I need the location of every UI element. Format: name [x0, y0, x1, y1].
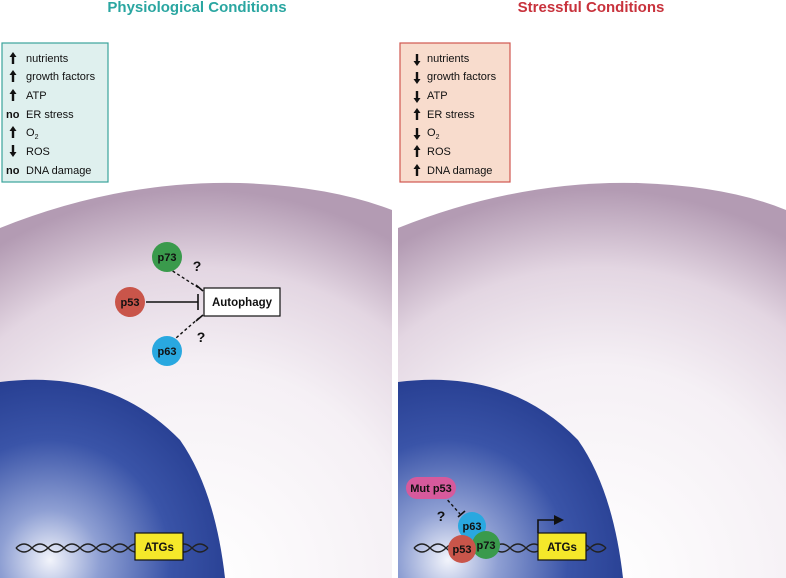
condition-dna-damage: DNA damage [26, 165, 91, 177]
condition-indicator-no: no [6, 109, 20, 121]
up-arrow-icon [9, 52, 17, 64]
condition-er-stress: ER stress [427, 109, 475, 121]
p53-protein [448, 535, 476, 563]
condition-growth-factors: growth factors [427, 71, 497, 83]
condition-oxygen: O2 [427, 127, 440, 141]
p53-label: p53 [453, 544, 472, 556]
p73-label: p73 [158, 252, 177, 264]
condition-dna-damage: DNA damage [427, 165, 492, 177]
p53-label: p53 [121, 297, 140, 309]
down-arrow-icon [413, 128, 421, 140]
condition-indicator-no: no [6, 165, 20, 177]
condition-growth-factors: growth factors [26, 71, 96, 83]
stressful-conditions-box: nutrients growth factors ATP ER stress O… [399, 42, 511, 183]
condition-er-stress: ER stress [26, 109, 74, 121]
p73-protein [472, 531, 500, 559]
condition-atp: ATP [26, 90, 47, 102]
question-mark: ? [197, 329, 206, 345]
down-arrow-icon [413, 54, 421, 66]
transcription-arrow-icon [537, 519, 556, 533]
up-arrow-icon [413, 108, 421, 120]
condition-oxygen: O2 [26, 127, 39, 141]
cell-nucleus [0, 379, 225, 578]
condition-nutrients: nutrients [26, 53, 69, 65]
down-arrow-icon [413, 91, 421, 103]
p63-label: p63 [158, 346, 177, 358]
physiological-conditions-box: nutrients growth factors ATP no ER stres… [1, 42, 109, 183]
p53-protein [115, 287, 145, 317]
up-arrow-icon [9, 70, 17, 82]
up-arrow-icon [413, 145, 421, 157]
atg-gene-label: ATGs [547, 542, 577, 554]
p73-protein [152, 242, 182, 272]
mut-p53-protein [406, 477, 456, 499]
left-panel: ATGs [0, 182, 392, 578]
p63-protein [152, 336, 182, 366]
autophagy-label: Autophagy [212, 297, 273, 309]
p73-label: p73 [477, 540, 496, 552]
autophagy-box [203, 287, 281, 317]
autophagy-regulation: ? ? Autophagy p73 p53 p63 [115, 242, 281, 366]
condition-nutrients: nutrients [427, 53, 470, 65]
left-panel-title: Physiological Conditions [107, 0, 286, 16]
condition-atp: ATP [427, 90, 448, 102]
atg-gene-box [134, 532, 184, 561]
transcription-arrow-head-icon [554, 515, 564, 525]
panel-divider [392, 0, 398, 578]
condition-ros: ROS [427, 146, 451, 158]
atg-gene-box [537, 532, 587, 561]
down-arrow-icon [413, 72, 421, 84]
right-panel-title: Stressful Conditions [518, 0, 665, 16]
up-arrow-icon [9, 89, 17, 101]
up-arrow-icon [9, 126, 17, 138]
p63-label: p63 [463, 521, 482, 533]
up-arrow-icon [413, 164, 421, 176]
cell-nucleus [398, 379, 623, 578]
right-panel: ATGs ? Mut p53 p63 p73 p53 nutrients gro… [398, 42, 786, 578]
down-arrow-icon [9, 145, 17, 157]
mut-p53-label: Mut p53 [410, 483, 452, 495]
condition-ros: ROS [26, 146, 50, 158]
question-mark: ? [437, 508, 446, 524]
question-mark: ? [193, 258, 202, 274]
atg-gene-label: ATGs [144, 542, 174, 554]
